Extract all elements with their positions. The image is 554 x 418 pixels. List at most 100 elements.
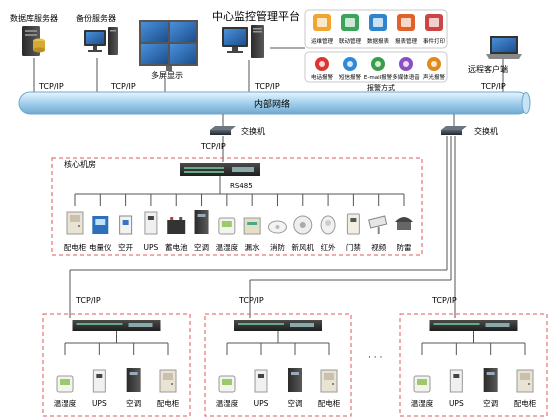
core-device-battery-icon [167,217,186,234]
right-switch: 交换机 [441,114,498,136]
alarm-icon-3 [371,57,385,71]
core-device-label-12: 门禁 [346,243,361,252]
site-1-device-label-1: 温湿度 [54,398,77,408]
protocol-label-core: TCP/IP [200,142,226,151]
switch-label-left: 交换机 [241,126,265,136]
site-1-thermo-icon [56,375,74,393]
protocol-label-site-1: TCP/IP [75,296,101,305]
function-label-5: 事件打印 [423,37,446,45]
multi-screen-label: 多屏显示 [151,70,183,80]
protocol-label-db: TCP/IP [38,82,64,91]
core-device-label-11: 红外 [321,242,336,252]
core-device-water-icon [243,217,261,235]
core-device-camera-icon [368,215,388,234]
site-2-cabinet-icon [320,369,338,393]
function-panel: 运维管理联动管理数据报表报表管理事件打印 [304,9,448,49]
internal-network-label: 内部网络 [254,98,290,110]
core-device-ups-icon [144,211,158,235]
alarm-label-1: 电话报警 [311,73,334,81]
database-server-label: 数据库服务器 [10,13,58,23]
function-icon-3 [369,14,387,31]
core-room-title: 核心机房 [64,159,96,169]
site-1-device-label-3: 空调 [126,398,141,408]
site-3-device-label-1: 温湿度 [411,398,434,408]
function-icon-1 [313,14,331,31]
core-device-label-14: 防雷 [397,242,412,252]
workstation-icon [222,25,264,58]
alarm-label-2: 短信报警 [339,73,362,81]
site-3-ups-icon [449,369,463,393]
site-1-device-label-4: 配电柜 [157,398,180,408]
function-icon-5 [425,14,443,31]
function-label-2: 联动管理 [339,37,362,45]
core-device-door-icon [346,213,360,235]
core-device-cabinet-icon [66,211,84,235]
multi-screen-display: 多屏显示 [139,20,198,80]
site-2-device-label-1: 温湿度 [216,398,239,408]
core-collector [180,163,260,176]
left-switch: 交换机 [210,114,265,136]
function-label-1: 运维管理 [311,37,334,45]
site-1-cabinet-icon [159,369,177,393]
protocol-label-platform: TCP/IP [254,82,280,91]
core-device-label-13: 视频 [371,242,386,252]
protocol-label-site-3: TCP/IP [431,296,457,305]
function-label-3: 数据报表 [367,37,390,45]
alarm-label-5: 声光报警 [423,73,446,81]
central-platform: 中心监控管理平台 [212,9,300,58]
function-label-4: 报表管理 [395,37,418,45]
site-3-cabinet-icon [516,369,534,393]
core-device-label-8: 漏水 [245,242,260,252]
core-device-fan-icon [293,215,313,235]
core-device-label-4: UPS [144,243,159,252]
database-server-icon [22,26,45,56]
alarm-icon-1 [315,57,329,71]
site-2-ups-icon [254,369,268,393]
site-3-device-label-2: UPS [449,399,464,408]
remote-client: 远程客户端 [468,36,522,74]
switch-label-right: 交换机 [474,126,498,136]
database-server: 数据库服务器 [10,13,58,56]
core-device-breaker-icon [119,215,133,235]
rs485-label: RS485 [230,182,253,190]
switch-links [69,136,456,318]
alarm-method-caption: 报警方式 [367,83,395,92]
site-2-device-label-4: 配电柜 [318,398,341,408]
top-links [33,47,504,92]
core-device-lightning-icon [395,217,413,230]
site-collector-3 [429,320,518,331]
site-1-device-label-2: UPS [92,399,107,408]
site-collector-1 [72,320,161,331]
function-icon-4 [397,14,415,31]
backup-server-label: 备份服务器 [76,13,116,23]
remote-client-label: 远程客户端 [468,64,508,74]
core-device-label-6: 空调 [194,242,209,252]
site-2-device-label-2: UPS [254,399,269,408]
core-device-label-3: 空开 [118,242,133,252]
core-device-thermo-icon [218,217,236,235]
core-device-ac-icon [194,210,209,234]
alarm-icon-2 [343,57,357,71]
top-protocol-labels: TCP/IP TCP/IP TCP/IP TCP/IP [38,82,506,91]
site-2-thermo-icon [218,375,236,393]
core-device-label-1: 配电柜 [64,242,87,252]
monitor-wall-icon [139,20,198,71]
backup-server: 备份服务器 [76,13,118,55]
alarm-icon-5 [427,57,441,71]
core-device-label-7: 温湿度 [216,242,239,252]
site-1-ups-icon [92,369,106,393]
site-2-ac-icon [288,368,302,392]
core-device-label-5: 蓄电池 [165,242,188,252]
alarm-icon-4 [399,57,413,71]
core-device-smoke-icon [267,220,287,234]
core-device-label-10: 新风机 [292,242,315,252]
protocol-label-backup: TCP/IP [110,82,136,91]
alarm-label-3: E-mail报警 [364,73,393,81]
core-device-ir-icon [320,215,336,235]
site-protocol-labels: TCP/IP TCP/IP TCP/IP [75,296,457,305]
